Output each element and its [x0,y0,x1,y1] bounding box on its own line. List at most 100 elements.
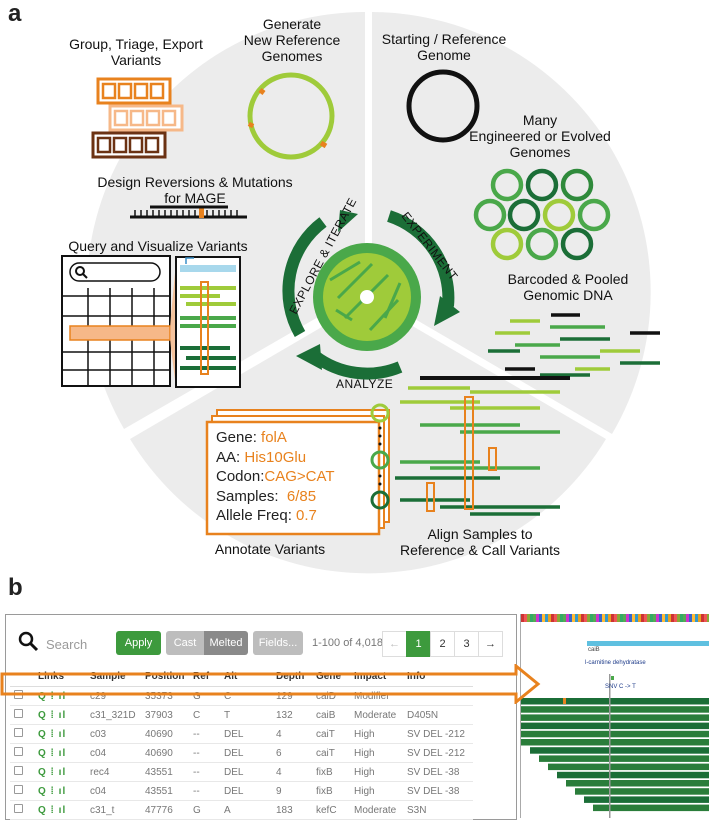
reference-base-stripe [521,614,524,622]
read-track [539,755,709,762]
table-cell: 183 [272,800,312,820]
row-checkbox[interactable] [14,804,23,813]
table-cell: fixB [312,781,350,801]
col-links[interactable]: Links [34,667,86,687]
card-row-codon: Codon:CAG>CAT [216,468,335,485]
col-info[interactable]: Info [403,667,473,687]
row-links[interactable]: Q ⁞ ıl [34,800,86,820]
reference-base-stripe [620,614,623,622]
table-cell: -- [189,781,220,801]
col-alt[interactable]: Alt [220,667,272,687]
table-header-row: Links Sample Position Ref Alt Depth Gene… [10,667,473,687]
col-impact[interactable]: Impact [350,667,403,687]
table-cell: G [189,800,220,820]
reference-base-stripe [605,614,608,622]
table-cell: -- [189,762,220,782]
melted-toggle[interactable]: Melted [204,631,248,655]
table-cell: caiT [312,724,350,744]
page-3-button[interactable]: 3 [454,631,479,657]
table-cell: c31_t [86,800,141,820]
reference-base-stripe [698,614,701,622]
reference-base-stripe [623,614,626,622]
table-cell: caiD [312,686,350,706]
row-checkbox[interactable] [14,785,23,794]
row-checkbox-cell[interactable] [10,724,34,744]
card-row-allele-freq: Allele Freq: 0.7 [216,507,317,524]
reference-base-stripe [677,614,680,622]
table-cell: c31_321D [86,705,141,725]
table-cell: 6 [272,743,312,763]
label-barcoded: Barcoded & Pooled Genomic DNA [507,271,629,303]
read-track [548,763,709,771]
table-cell: c04 [86,743,141,763]
label-design-reversions: Design Reversions & Mutations for MAGE [97,174,293,206]
reference-base-stripe [545,614,548,622]
alignment-tracks [521,614,709,818]
row-checkbox[interactable] [14,766,23,775]
read-track [566,780,709,787]
reference-base-stripe [587,614,590,622]
row-links[interactable]: Q ⁞ ıl [34,762,86,782]
read-track [575,788,709,795]
row-links[interactable]: Q ⁞ ıl [34,724,86,744]
reference-base-stripe [617,614,620,622]
row-checkbox-cell[interactable] [10,762,34,782]
table-cell: 35373 [141,686,189,706]
row-links[interactable]: Q ⁞ ıl [34,781,86,801]
col-sample[interactable]: Sample [86,667,141,687]
table-cell: 43551 [141,781,189,801]
row-checkbox[interactable] [14,728,23,737]
reference-base-stripe [641,614,644,622]
apply-button[interactable]: Apply [116,631,161,655]
col-position[interactable]: Position [141,667,189,687]
read-track [521,714,709,721]
reference-base-stripe [593,614,596,622]
row-links[interactable]: Q ⁞ ıl [34,686,86,706]
table-cell: DEL [220,762,272,782]
row-links[interactable]: Q ⁞ ıl [34,743,86,763]
new-reference-genome-ring [247,72,335,160]
row-checkbox-cell[interactable] [10,800,34,820]
table-cell: caiT [312,743,350,763]
fields-button[interactable]: Fields... [253,631,303,655]
read-track [521,706,709,713]
reference-base-stripe [533,614,536,622]
cast-toggle[interactable]: Cast [166,631,204,655]
page-2-button[interactable]: 2 [430,631,455,657]
col-gene[interactable]: Gene [312,667,350,687]
row-checkbox-cell[interactable] [10,781,34,801]
page-1-button[interactable]: 1 [406,631,431,657]
alignment-viewer: caiB l-carnitine dehydratase SNV C -> T [520,614,709,818]
col-depth[interactable]: Depth [272,667,312,687]
search-icon[interactable] [18,631,40,653]
read-track [521,739,709,746]
row-checkbox-cell[interactable] [10,743,34,763]
row-links[interactable]: Q ⁞ ıl [34,705,86,725]
page-next-button[interactable]: → [478,631,503,657]
table-cell: DEL [220,724,272,744]
reference-base-stripe [653,614,656,622]
search-input[interactable]: Search [46,637,88,652]
reference-base-stripe [575,614,578,622]
row-checkbox-cell[interactable] [10,705,34,725]
label-many-genomes: Many Engineered or Evolved Genomes [469,112,611,160]
col-ref[interactable]: Ref [189,667,220,687]
row-checkbox[interactable] [14,709,23,718]
cycle-arrowheads [296,210,460,370]
table-cell: D405N [403,705,473,725]
reference-base-stripe [599,614,602,622]
row-checkbox[interactable] [14,747,23,756]
reference-base-stripe [665,614,668,622]
page-prev-button[interactable]: ← [382,631,407,657]
reference-base-stripe [596,614,599,622]
reference-base-stripe [704,614,707,622]
table-cell: rec4 [86,762,141,782]
alignment-graphic [370,376,570,516]
